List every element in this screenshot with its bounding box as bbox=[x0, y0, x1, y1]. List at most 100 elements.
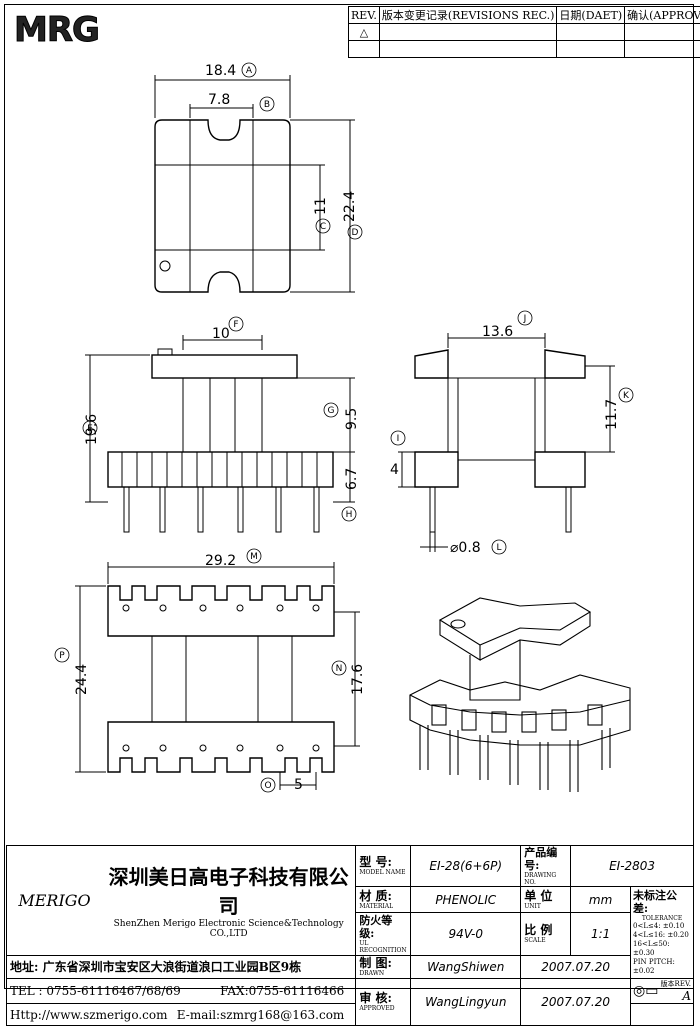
drawn-sub: DRAWN bbox=[359, 969, 385, 977]
address: 地址: 广东省深圳市宝安区大浪街道浪口工业园B区9栋 bbox=[5, 954, 357, 980]
drawing-no-sub: DRAWING NO. bbox=[524, 872, 557, 886]
front-view bbox=[85, 335, 355, 533]
rev-label: 版本REV. bbox=[660, 980, 691, 988]
model-sub: MODEL NAME bbox=[359, 869, 406, 876]
dim-p-value: 24.4 bbox=[74, 664, 90, 695]
marker-m: M bbox=[250, 552, 258, 562]
dim-c-value: 11 bbox=[313, 197, 329, 215]
rev-label-wrap: 版本REV. A bbox=[661, 979, 691, 1003]
website: Http://www.szmerigo.com bbox=[10, 1007, 168, 1022]
email: E-mail:szmrg168@163.com bbox=[176, 1007, 345, 1022]
rev-value: A bbox=[682, 989, 691, 1003]
approved-by: WangLingyun bbox=[410, 978, 522, 1026]
marker-f: F bbox=[233, 320, 238, 330]
marker-n: N bbox=[336, 664, 343, 674]
dim-b-value: 7.8 bbox=[208, 92, 230, 108]
fax: FAX:0755-61116466 bbox=[220, 984, 345, 998]
drawing-no-label-cell: 产品编号:DRAWING NO. bbox=[520, 845, 572, 887]
approved-label: 审 核: bbox=[359, 991, 392, 1005]
dim-a-value: 18.4 bbox=[205, 63, 236, 79]
marker-c: C bbox=[320, 222, 326, 232]
iso-flange-front bbox=[479, 612, 591, 661]
marker-j: J bbox=[523, 314, 527, 324]
side-flange-right bbox=[544, 349, 586, 379]
iso-base bbox=[409, 674, 631, 746]
company-name-cn: 深圳美日高电子科技有限公司 bbox=[108, 865, 349, 919]
ul-label-cell: 防火等级:UL RECOGNITION bbox=[355, 912, 412, 956]
side-pin bbox=[429, 486, 436, 533]
rev-cell-outer: ◎▭ 版本REV. A bbox=[630, 978, 694, 1004]
company-cell: MERIGO 深圳美日高电子科技有限公司 ShenZhen Merigo Ele… bbox=[5, 845, 357, 956]
empty-cell bbox=[630, 1003, 694, 1026]
rev-cell bbox=[624, 40, 700, 58]
marker-d: D bbox=[352, 228, 359, 238]
material-label: 材 质: bbox=[359, 888, 392, 903]
unit-label: 单 位 bbox=[524, 888, 553, 903]
tolerance-sub: TOLERANCE bbox=[641, 915, 683, 922]
iso-base-blocks bbox=[431, 704, 603, 733]
dim-n-value: 17.6 bbox=[350, 664, 366, 695]
drawn-label-cell: 制 图:DRAWN bbox=[355, 954, 412, 980]
dim-i-value: 4 bbox=[390, 462, 399, 478]
marker-h: H bbox=[346, 510, 353, 520]
company-logo: MRG bbox=[6, 6, 136, 51]
tolerance-row: 4<L≤16: ±0.20 bbox=[633, 931, 689, 939]
marker-b: B bbox=[264, 100, 270, 110]
marker-e: E bbox=[87, 424, 93, 434]
drawing-no-value: EI-2803 bbox=[570, 845, 694, 887]
bottom-base bbox=[107, 451, 334, 488]
dim-d-value: 22.4 bbox=[342, 191, 358, 222]
side-base-right bbox=[534, 451, 586, 488]
marker-p: P bbox=[59, 651, 65, 661]
marker-l: L bbox=[496, 543, 501, 553]
side-flange-left bbox=[414, 349, 449, 379]
bottom-view bbox=[75, 562, 360, 790]
marker-i: I bbox=[397, 434, 400, 444]
dimension-labels: 18.4 7.8 11 22.4 19.6 10 9.5 6.7 4 13.6 … bbox=[74, 63, 620, 793]
approved-sub: APPROVED bbox=[359, 1005, 395, 1012]
material-value: PHENOLIC bbox=[410, 885, 522, 914]
revision-table: REV. 版本变更记录(REVISIONS REC.) 日期(DAET) 确认(… bbox=[348, 6, 700, 58]
material-sub: MATERIAL bbox=[359, 902, 394, 910]
ul-label: 防火等级: bbox=[359, 914, 393, 941]
top-flange bbox=[151, 354, 298, 379]
pin1-marker-hole bbox=[159, 260, 171, 272]
marker-o: O bbox=[264, 781, 271, 791]
projection-symbol-icon: ◎▭ bbox=[633, 983, 659, 999]
iso-flange-side bbox=[439, 620, 481, 661]
date-header: 日期(DAET) bbox=[556, 6, 626, 24]
isometric-view bbox=[409, 597, 631, 792]
dim-f-value: 10 bbox=[212, 326, 230, 342]
approved-label-cell: 审 核:APPROVED bbox=[355, 978, 412, 1026]
dim-g-value: 9.5 bbox=[344, 408, 360, 430]
unit-value: mm bbox=[570, 885, 632, 914]
side-view bbox=[398, 333, 615, 552]
tel: TEL : 0755-61116467/68/69 bbox=[10, 984, 181, 998]
unit-sub: UNIT bbox=[524, 902, 541, 910]
bottom-pin-holes bbox=[122, 604, 320, 752]
material-label-cell: 材 质:MATERIAL bbox=[355, 885, 412, 914]
scale-label: 比 例 bbox=[524, 923, 553, 938]
bottom-lower-flange bbox=[107, 721, 335, 773]
tolerance-row: 0<L≤4: ±0.10 bbox=[633, 922, 685, 930]
dim-o-value: 5 bbox=[294, 777, 303, 793]
top-view-outline bbox=[154, 119, 291, 293]
technical-drawing: 18.4 7.8 11 22.4 19.6 10 9.5 6.7 4 13.6 … bbox=[54, 62, 634, 793]
drawn-label: 制 图: bbox=[359, 955, 392, 970]
contact-web-cell: Http://www.szmerigo.com E-mail:szmrg168@… bbox=[5, 1003, 357, 1026]
contact-phone-cell: TEL : 0755-61116467/68/69 FAX:0755-61116… bbox=[5, 978, 357, 1004]
model-label: 型 号: bbox=[359, 855, 392, 869]
dim-k-value: 11.7 bbox=[604, 399, 620, 430]
ul-sub: UL RECOGNITION bbox=[359, 940, 407, 955]
side-base-left bbox=[414, 451, 459, 488]
drawn-by: WangShiwen bbox=[410, 954, 522, 980]
marker-letters: A B C D E F G H I J K L M N O P bbox=[59, 66, 630, 791]
logo-text: MRG bbox=[14, 10, 101, 51]
iso-pins bbox=[419, 725, 611, 792]
drawing-no-label: 产品编号: bbox=[524, 846, 558, 872]
dimension-markers bbox=[54, 62, 634, 793]
dim-l-value: ⌀0.8 bbox=[450, 540, 481, 556]
tolerance-label: 未标注公差: bbox=[633, 889, 678, 915]
side-pin bbox=[565, 486, 572, 533]
